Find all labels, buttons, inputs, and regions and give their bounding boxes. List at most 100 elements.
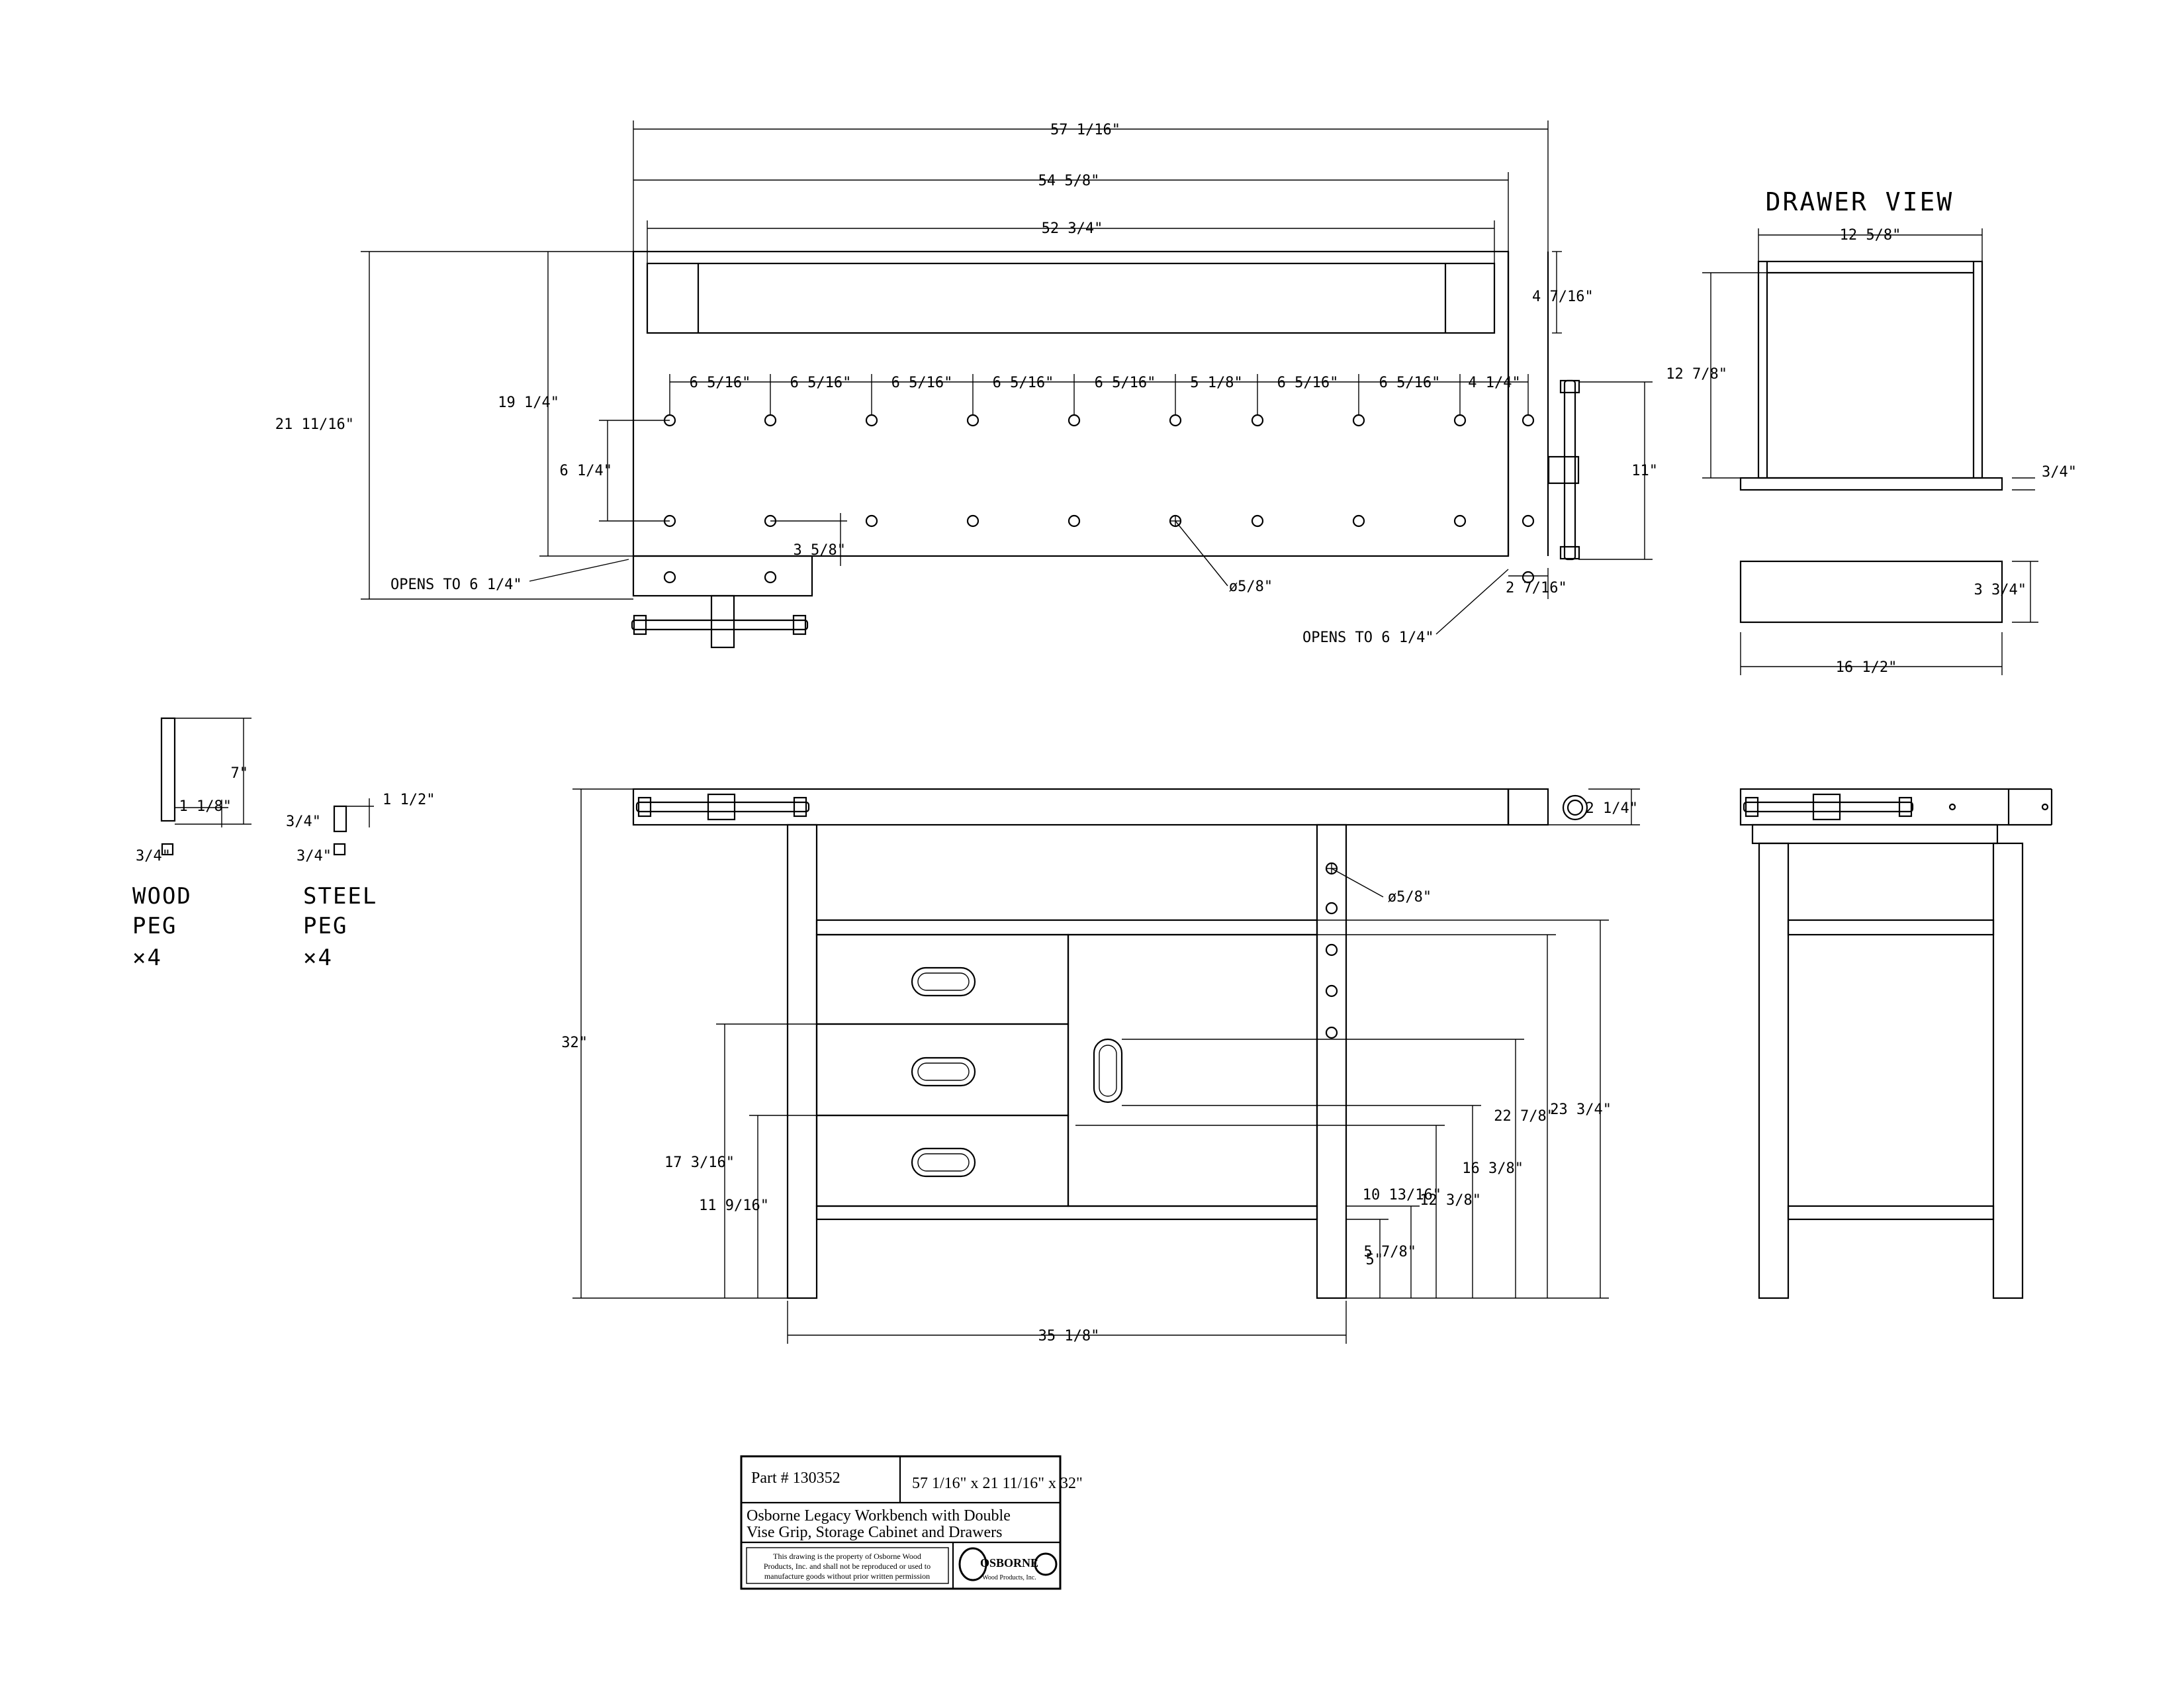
drawer-front (1739, 560, 2003, 624)
dog-hole (1522, 571, 1535, 584)
front-view-dimensions: 32" 2 1/4" ø5/8" 35 1/8" 17 3/16" 11 9/1… (561, 788, 1640, 1344)
description-line-2: Vise Grip, Storage Cabinet and Drawers (747, 1524, 1002, 1541)
drawer-pull (911, 966, 976, 997)
dog-hole (865, 514, 878, 528)
tool-tray (646, 262, 1496, 334)
dog-hole (663, 571, 676, 584)
side-leg-left (1758, 842, 1790, 1299)
overall-size: 57 1/16" x 21 11/16" x 32" (912, 1475, 1083, 1492)
left-leg (786, 823, 818, 1299)
bench-top-outline (632, 250, 1510, 557)
dim-right-2: 5 7/8" (1364, 1244, 1416, 1260)
dim-left-1: 17 3/16" (664, 1154, 735, 1171)
wood-peg (160, 717, 176, 822)
wood-peg-step: 1 1/8" (179, 798, 232, 815)
front-vise-handle (631, 594, 809, 649)
drawer-bottom (1739, 477, 2003, 491)
drawer-bottom-thickness: 3/4" (2042, 464, 2077, 481)
svg-text:OSBORNE: OSBORNE (980, 1556, 1038, 1570)
drawer-box (1757, 260, 1983, 479)
dim-right-3: 10 13/16" (1363, 1187, 1441, 1203)
steel-peg-label-2: PEG (303, 913, 347, 939)
cabinet-top-rail (815, 919, 1318, 936)
title-block: Part # 130352 57 1/16" x 21 11/16" x 32"… (740, 1455, 1083, 1590)
svg-text:Wood Products, Inc.: Wood Products, Inc. (982, 1574, 1036, 1581)
side-view (1739, 788, 2053, 1299)
dim-left-2: 11 9/16" (699, 1197, 769, 1214)
dim-inner-length: 54 5/8" (1038, 173, 1100, 189)
dim-leg-hole: ø5/8" (1388, 889, 1432, 906)
dog-hole (764, 414, 777, 427)
dog-hole (865, 414, 878, 427)
note-end-vise: OPENS TO 6 1/4" (1302, 630, 1434, 646)
peg-details: 1 1/8" 7" 1 1/8" 3/4" WOOD PEG ×4 1 1/2"… (132, 717, 435, 971)
dog-hole (1068, 414, 1081, 427)
dog-hole (1522, 414, 1535, 427)
drawer-pull (911, 1147, 976, 1178)
dim-peg-spacing: 6 5/16" (1095, 375, 1156, 391)
dim-right-4: 12 3/8" (1420, 1192, 1481, 1209)
drawer-view: DRAWER VIEW 12 5/8" 12 7/8" 3/4" 3 3/4" … (1666, 187, 2077, 676)
front-vise-screw (635, 793, 810, 821)
drawer-view-title: DRAWER VIEW (1766, 187, 1954, 216)
dim-total-height: 32" (561, 1035, 588, 1051)
drawer-1 (815, 933, 1069, 1025)
dim-top-depth: 19 1/4" (498, 395, 559, 411)
dog-hole (1251, 514, 1264, 528)
description-line-1: Osborne Legacy Workbench with Double (747, 1507, 1011, 1524)
dim-tray-depth: 4 7/16" (1532, 289, 1594, 305)
wood-peg-label: WOOD (132, 883, 192, 910)
dim-right-1: 5" (1366, 1252, 1384, 1268)
dim-peg-spacing: 4 1/4" (1468, 375, 1520, 391)
drawer-front-width: 16 1/2" (1836, 659, 1897, 676)
dim-peg-spacing: 6 5/16" (1277, 375, 1339, 391)
dim-peg-spacing: 6 5/16" (690, 375, 751, 391)
dim-top-thickness: 2 1/4" (1586, 800, 1638, 817)
wood-peg-qty: ×4 (132, 945, 162, 971)
dog-hole (1068, 514, 1081, 528)
dog-hole (1352, 514, 1365, 528)
notice-line-1: This drawing is the property of Osborne … (773, 1552, 921, 1561)
side-bench-top (1739, 788, 2010, 826)
right-leg (1316, 823, 1347, 1299)
dim-vise-spacing: 11" (1631, 463, 1658, 479)
side-leg-right (1992, 842, 2024, 1299)
dim-row-spacing: 6 1/4" (560, 463, 612, 479)
notice-line-3: manufacture goods without prior written … (764, 1571, 930, 1581)
dog-hole (1251, 414, 1264, 427)
door-pull (1093, 1038, 1123, 1103)
top-view: 57 1/16" 54 5/8" 52 3/4" 21 11/16" 19 1/… (275, 120, 1658, 649)
dog-hole (1169, 414, 1182, 427)
steel-peg (333, 805, 347, 833)
drawer-2 (815, 1023, 1069, 1117)
steel-peg-step: 1 1/2" (383, 792, 435, 808)
steel-peg-size: 3/4" (286, 814, 321, 830)
wood-peg-label-2: PEG (132, 913, 177, 939)
note-front-vise: OPENS TO 6 1/4" (390, 577, 522, 593)
wood-peg-size: 3/4" (136, 848, 171, 865)
dog-hole (966, 414, 979, 427)
dog-hole (1522, 514, 1535, 528)
dim-right-5: 16 3/8" (1462, 1160, 1524, 1177)
drawer-height: 12 7/8" (1666, 366, 1727, 383)
dim-peg-spacing: 5 1/8" (1190, 375, 1242, 391)
drawer-front-height: 3 3/4" (1974, 582, 2026, 598)
leg-holes (1325, 862, 1338, 1039)
wood-peg-height-label: 7" (231, 765, 249, 782)
dim-right-6: 22 7/8" (1494, 1108, 1555, 1125)
notice-line-2: Products, Inc. and shall not be reproduc… (764, 1562, 931, 1571)
dim-peg-spacing: 6 5/16" (790, 375, 852, 391)
side-vise-screw (1743, 793, 1914, 821)
dim-leg-span: 35 1/8" (1038, 1328, 1100, 1344)
dog-hole (1453, 414, 1467, 427)
drawer-3 (815, 1114, 1069, 1207)
end-vise-handle (1547, 379, 1580, 561)
dim-hole-diameter: ø5/8" (1229, 579, 1273, 595)
cabinet-bottom-rail (815, 1205, 1318, 1221)
cabinet-door (1067, 933, 1318, 1207)
dog-hole (966, 514, 979, 528)
front-view: 32" 2 1/4" ø5/8" 35 1/8" 17 3/16" 11 9/1… (561, 788, 1640, 1344)
dim-right-7: 23 3/4" (1550, 1102, 1612, 1118)
steel-peg-size-b: 3/4" (296, 848, 332, 865)
